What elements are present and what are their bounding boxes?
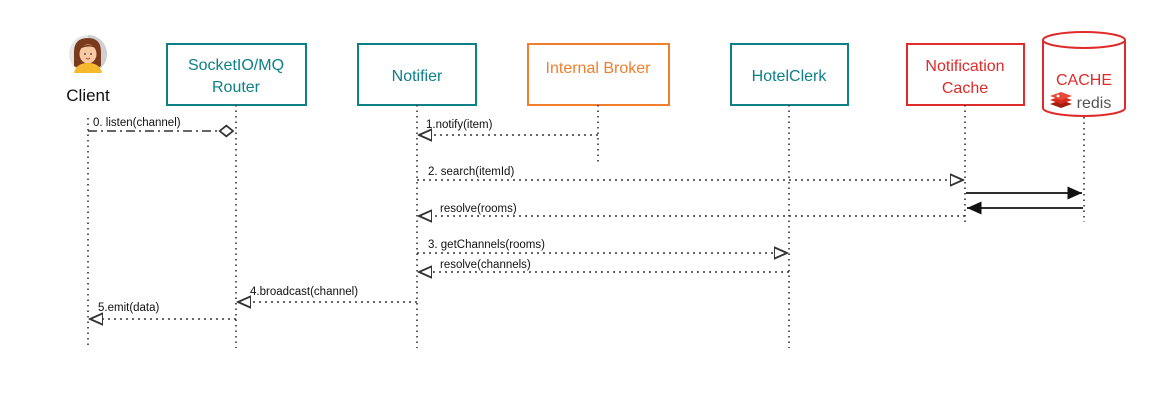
hotelclerk-label: HotelClerk (752, 68, 828, 85)
router-label-line1: SocketIO/MQ (188, 57, 284, 74)
redis-cache-label: CACHE (1056, 72, 1112, 89)
participant-router: SocketIO/MQ Router (166, 43, 307, 106)
broker-label: Internal Broker (546, 60, 652, 77)
notifier-label: Notifier (392, 68, 443, 85)
message-2-return-label: resolve(rooms) (440, 203, 517, 215)
notification-cache-label-line1: Notification (925, 58, 1004, 75)
participant-internal-broker: Internal Broker (527, 43, 670, 106)
message-3-return-label: resolve(channels) (440, 259, 531, 271)
message-4-label: 4.broadcast(channel) (250, 286, 358, 298)
message-3-label: 3. getChannels(rooms) (428, 239, 545, 251)
message-5-label: 5.emit(data) (98, 302, 160, 314)
client-avatar (69, 35, 107, 73)
router-label-line2: Router (212, 79, 261, 96)
message-2-label: 2. search(itemId) (428, 166, 514, 178)
participant-notifier: Notifier (357, 43, 477, 106)
message-0-label: 0. listen(channel) (93, 117, 181, 129)
message-1-label: 1.notify(item) (426, 119, 493, 131)
notification-cache-label-line2: Cache (942, 80, 988, 97)
redis-logo-icon (1050, 92, 1072, 108)
redis-brand-label: redis (1077, 95, 1112, 112)
participant-redis-cache: CACHE redis (1042, 31, 1126, 117)
participant-hotelclerk: HotelClerk (730, 43, 849, 106)
client-label: Client (66, 86, 110, 105)
participant-notification-cache: Notification Cache (906, 43, 1025, 106)
